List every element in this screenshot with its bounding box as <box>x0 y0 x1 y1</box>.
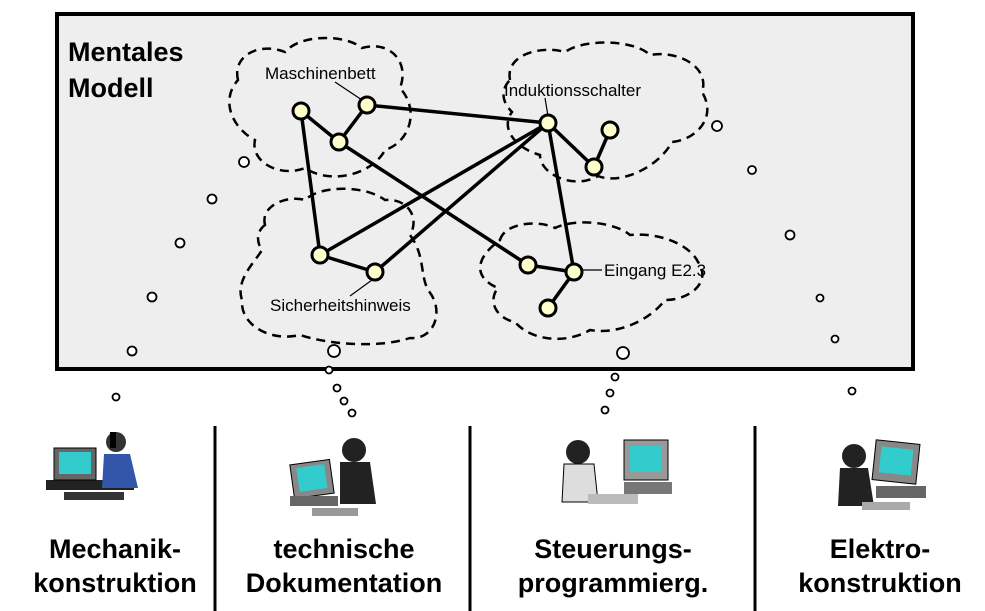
bubble <box>174 237 186 249</box>
bubble <box>206 193 218 205</box>
discipline-label-steuerung: Steuerungs- programmierg. <box>517 534 709 598</box>
bubble <box>327 344 341 358</box>
label-leaders <box>334 81 602 297</box>
cluster-outline-sicherheitshinweis <box>239 187 438 346</box>
edge <box>366 103 549 125</box>
edge <box>546 122 576 273</box>
bubble <box>324 365 334 375</box>
edge <box>338 140 529 267</box>
bubble <box>600 405 610 415</box>
edge <box>319 253 376 274</box>
node <box>518 255 538 275</box>
mental-model-box <box>55 12 915 371</box>
person-at-computer-icon <box>289 438 376 516</box>
node <box>329 132 349 152</box>
bubble <box>332 383 342 393</box>
discipline-label-mechanik: Mechanik- konstruktion <box>33 534 197 598</box>
thought-bubbles <box>111 120 857 418</box>
person-at-computer-icon <box>561 439 672 504</box>
cluster-outline-induktionsschalter <box>502 41 709 183</box>
node <box>310 245 330 265</box>
bubble <box>605 388 615 398</box>
node <box>357 95 377 115</box>
person-at-computer-icon <box>838 439 926 510</box>
bubble <box>711 120 723 132</box>
edge <box>299 110 322 256</box>
node <box>584 157 604 177</box>
engineer-on-phone-at-computer-icon <box>46 432 138 500</box>
node <box>600 120 620 140</box>
node <box>291 101 311 121</box>
edge <box>373 121 550 274</box>
node <box>365 262 385 282</box>
leader-maschinenbett <box>334 81 363 101</box>
bubble <box>815 293 825 303</box>
mental-model-title: Mentales Modell <box>68 37 184 103</box>
discipline-label-elektro: Elektro- konstruktion <box>798 534 962 598</box>
edge <box>319 121 549 257</box>
cluster-label-sicherheitshinweis: Sicherheitshinweis <box>270 296 411 315</box>
bubble <box>830 334 840 344</box>
bubble <box>610 372 620 382</box>
bubble <box>339 396 349 406</box>
bubble <box>847 386 857 396</box>
bubble <box>238 156 250 168</box>
bubble <box>111 392 121 402</box>
leader-induktionsschalter <box>544 97 549 117</box>
cluster-label-eingang: Eingang E2.3 <box>604 261 707 280</box>
edge <box>546 121 596 169</box>
node <box>564 262 584 282</box>
leader-sicherheitshinweis <box>349 279 373 297</box>
node <box>538 113 558 133</box>
cluster-label-induktionsschalter: Induktionsschalter <box>504 81 642 100</box>
bubble <box>347 408 357 418</box>
network-nodes <box>291 95 620 318</box>
bubble <box>747 165 757 175</box>
discipline-label-doku: technische Dokumentation <box>245 534 443 598</box>
bubble <box>784 229 796 241</box>
node <box>538 298 558 318</box>
cluster-label-maschinenbett: Maschinenbett <box>265 64 376 83</box>
cluster-outline-maschinenbett <box>228 36 412 178</box>
bubble <box>146 291 158 303</box>
bubble <box>616 346 630 360</box>
bubble <box>126 345 138 357</box>
separators <box>213 426 757 611</box>
